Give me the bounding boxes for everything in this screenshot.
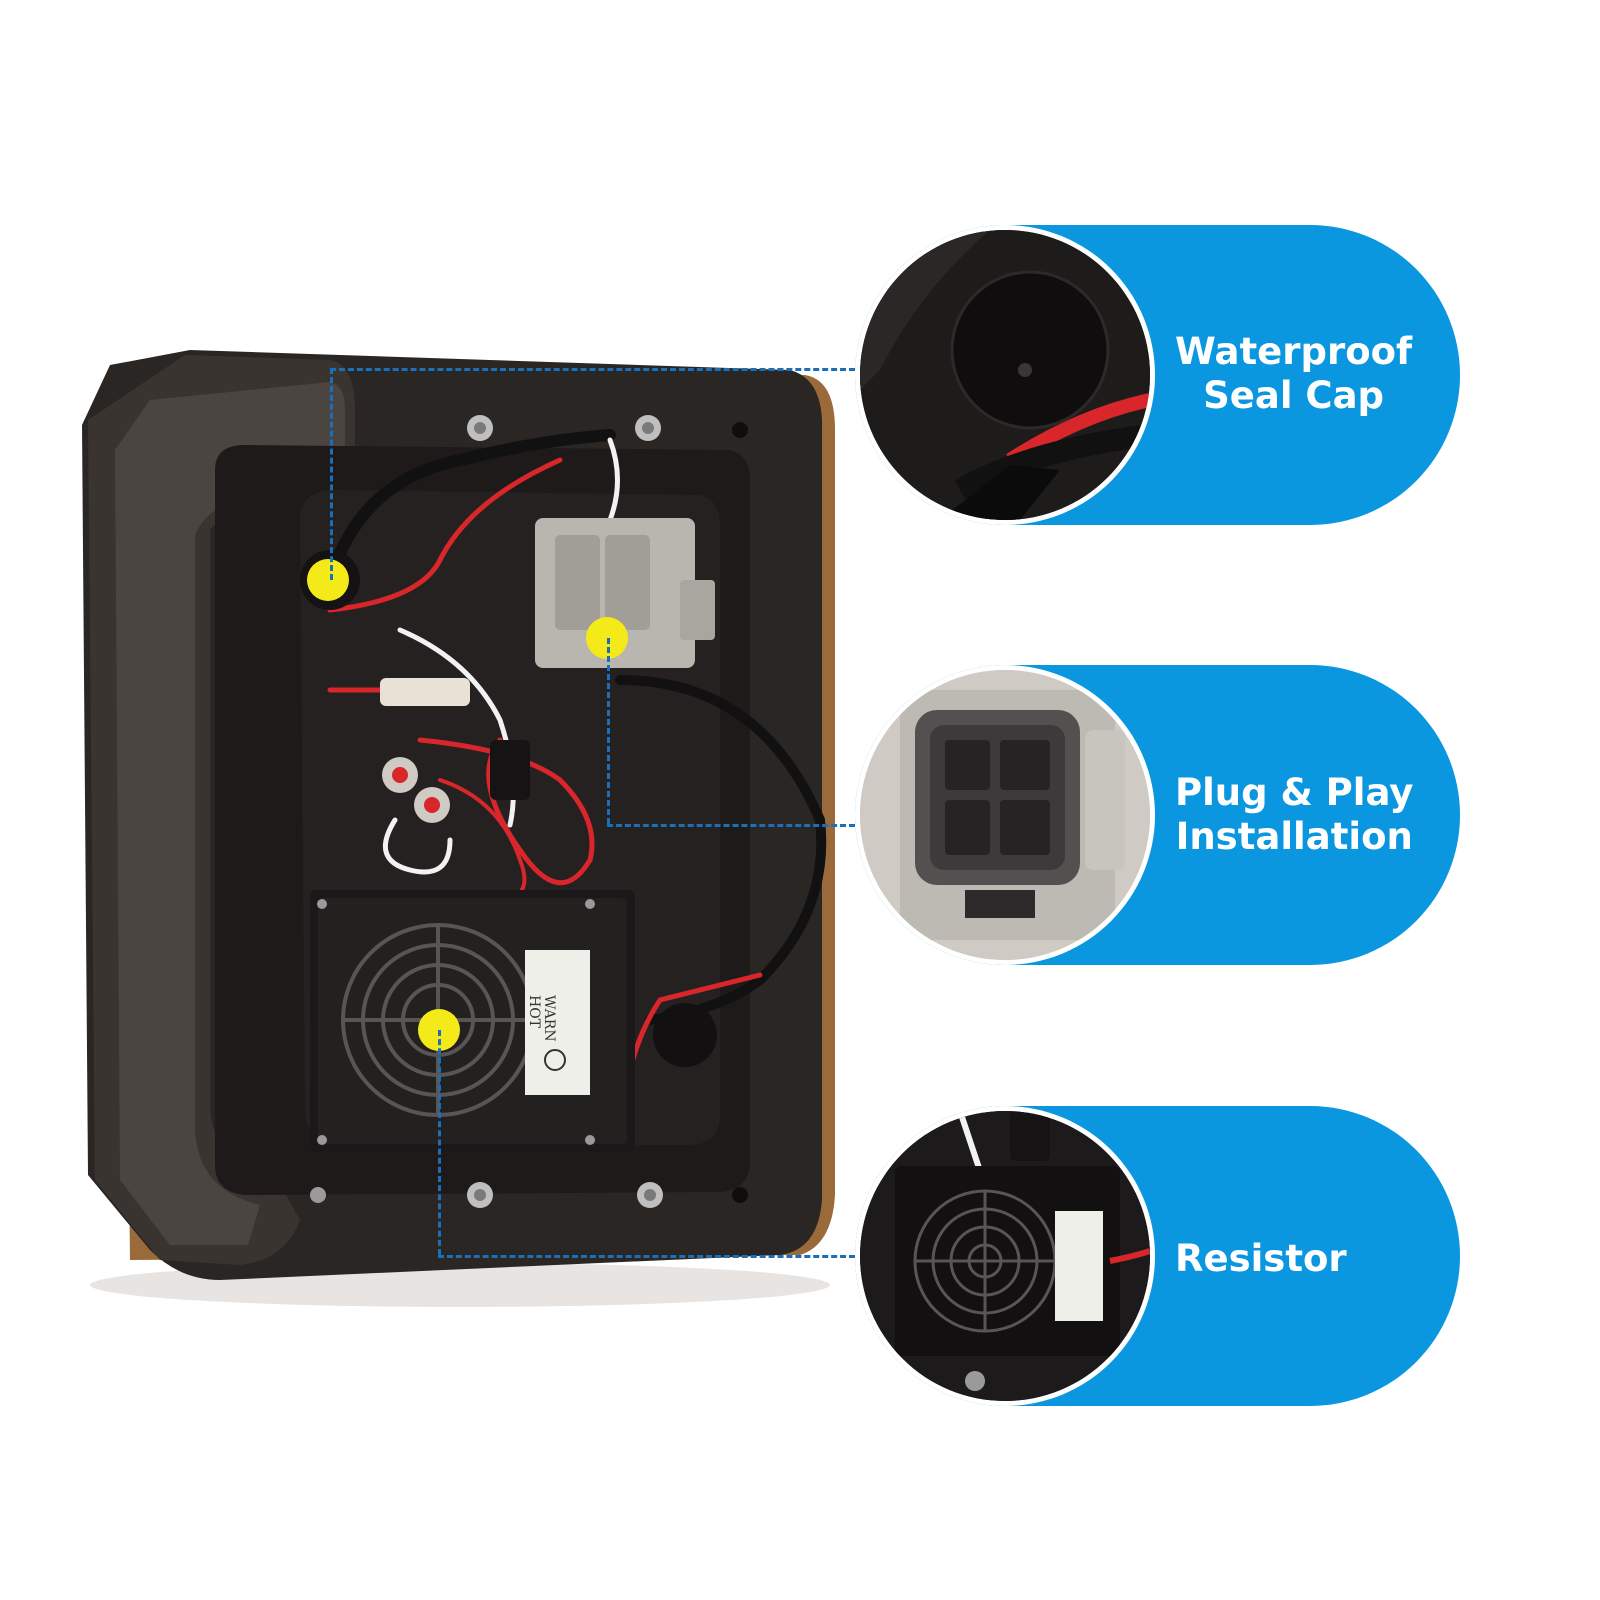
connector-plug — [535, 518, 715, 668]
resistor-module: WARN HOT — [310, 890, 635, 1152]
tail-light-photo: WARN HOT — [82, 350, 835, 1307]
callout-plug-play-circle — [855, 665, 1155, 965]
leader-seal-cap-horizontal — [330, 368, 855, 371]
callout-plug-play-line-2: Installation — [1175, 815, 1413, 858]
callout-seal-cap-circle — [855, 225, 1155, 525]
seal-cap-disc — [952, 272, 1108, 428]
leader-plug-vertical — [607, 638, 610, 824]
callout-plug-play-line-1: Plug & Play — [1175, 771, 1414, 814]
wiring-harness — [324, 429, 827, 1073]
rear-grommet — [653, 1003, 717, 1067]
resistor-label-hot: HOT — [526, 995, 542, 1029]
callout-resistor-line-1: Resistor — [1175, 1237, 1347, 1280]
leader-seal-cap-vertical — [330, 368, 333, 580]
seal-cap-marker — [307, 559, 349, 601]
callout-plug-play-label: Plug & Play Installation — [1175, 771, 1413, 859]
inline-coupler — [380, 678, 470, 706]
callout-seal-cap-label: Waterproof Seal Cap — [1175, 330, 1412, 418]
bezel-highlight — [115, 382, 345, 1245]
leader-plug-horizontal — [607, 824, 855, 827]
callout-resistor-circle — [855, 1106, 1155, 1406]
callout-resistor-label: Resistor — [1175, 1237, 1347, 1281]
mounting-screws — [310, 415, 748, 1208]
callout-seal-cap-line-2: Seal Cap — [1203, 374, 1385, 417]
bulb-sockets — [382, 740, 530, 823]
leader-resistor-horizontal — [438, 1255, 855, 1258]
callout-seal-cap-line-1: Waterproof — [1175, 330, 1413, 373]
leader-resistor-vertical — [438, 1030, 441, 1255]
connector-closeup — [860, 670, 1150, 960]
resistor-label-warn: WARN — [541, 995, 557, 1042]
seal-cap-closeup — [860, 230, 1150, 520]
resistor-closeup — [860, 1111, 1150, 1401]
